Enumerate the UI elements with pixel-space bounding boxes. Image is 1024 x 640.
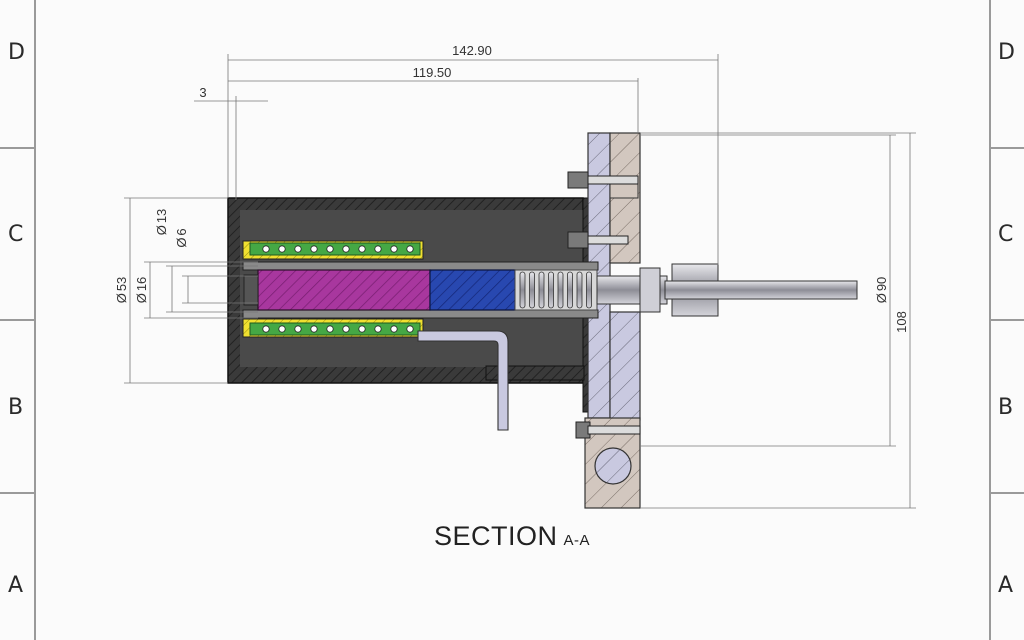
dim-dia-6-value: 6 <box>174 228 189 235</box>
plunger <box>257 269 431 311</box>
zone-right-B: B <box>998 395 1014 420</box>
zone-right-A: A <box>998 573 1014 598</box>
diameter-symbol: Ø <box>154 225 169 235</box>
dim-dia-coil-value: 16 <box>134 277 149 291</box>
mounting-screws <box>567 171 641 439</box>
coil-wire <box>278 325 286 333</box>
zone-right-D: D <box>998 40 1015 65</box>
coil-wire <box>294 245 302 253</box>
coil-wire <box>326 325 334 333</box>
coil-wire <box>262 325 270 333</box>
spring-turn <box>529 271 535 309</box>
stop-core <box>429 269 521 311</box>
zone-left-A: A <box>8 573 24 598</box>
dim-dia-outer: Ø 53 <box>114 277 129 304</box>
diameter-symbol: Ø <box>874 293 889 303</box>
coil-wire <box>358 325 366 333</box>
coil-wire <box>342 325 350 333</box>
dim-dia-6: Ø6 <box>174 228 189 247</box>
spring-turn <box>538 271 545 309</box>
coil-wire <box>374 325 382 333</box>
coil-wire <box>278 245 286 253</box>
spring-turn <box>557 271 564 309</box>
output-shaft <box>596 263 858 317</box>
dim-flange-height: 108 <box>894 311 909 333</box>
coil-wire <box>390 325 398 333</box>
section-title: SECTION A-A <box>0 521 1024 552</box>
diameter-symbol: Ø <box>134 293 149 303</box>
diameter-symbol: Ø <box>174 238 189 248</box>
coil-bottom <box>242 318 424 338</box>
coil-wire <box>262 245 270 253</box>
coil-wire <box>310 325 318 333</box>
dim-dia-13: Ø 13 <box>154 209 169 236</box>
coil-wire <box>294 325 302 333</box>
spring-turn <box>576 271 583 309</box>
spring-turn <box>567 271 573 309</box>
spring-turn <box>586 271 592 309</box>
coil-wire <box>342 245 350 253</box>
zone-right-C: C <box>998 222 1014 247</box>
zone-left-C: C <box>8 222 24 247</box>
dim-dia-13-value: 13 <box>154 209 169 223</box>
section-label: SECTION <box>433 521 558 551</box>
coil-wire <box>406 245 414 253</box>
dimension-lines <box>124 54 916 509</box>
coil-wire <box>406 325 414 333</box>
dim-dia-coil: Ø 16 <box>134 277 149 304</box>
coil-wire <box>358 245 366 253</box>
coil-wire <box>374 245 382 253</box>
coil-wire <box>310 245 318 253</box>
section-suffix: A-A <box>563 532 591 549</box>
dim-body-length: 119.50 <box>413 65 452 80</box>
spring-turn <box>519 271 526 309</box>
dim-dia-outer-value: 53 <box>114 277 129 291</box>
coil-wire <box>326 245 334 253</box>
dim-wall-offset: 3 <box>199 85 206 100</box>
coil-top <box>242 240 424 260</box>
return-spring <box>514 269 598 311</box>
zone-left-B: B <box>8 395 24 420</box>
zone-left-D: D <box>8 40 25 65</box>
lead-wire <box>417 330 509 431</box>
diameter-symbol: Ø <box>114 293 129 303</box>
dim-dia-flange: Ø 90 <box>874 277 889 304</box>
spring-turn <box>548 271 554 309</box>
coil-wire <box>390 245 398 253</box>
dim-overall-length: 142.90 <box>452 43 492 58</box>
dim-dia-flange-value: 90 <box>874 277 889 291</box>
plunger-end <box>243 274 259 306</box>
